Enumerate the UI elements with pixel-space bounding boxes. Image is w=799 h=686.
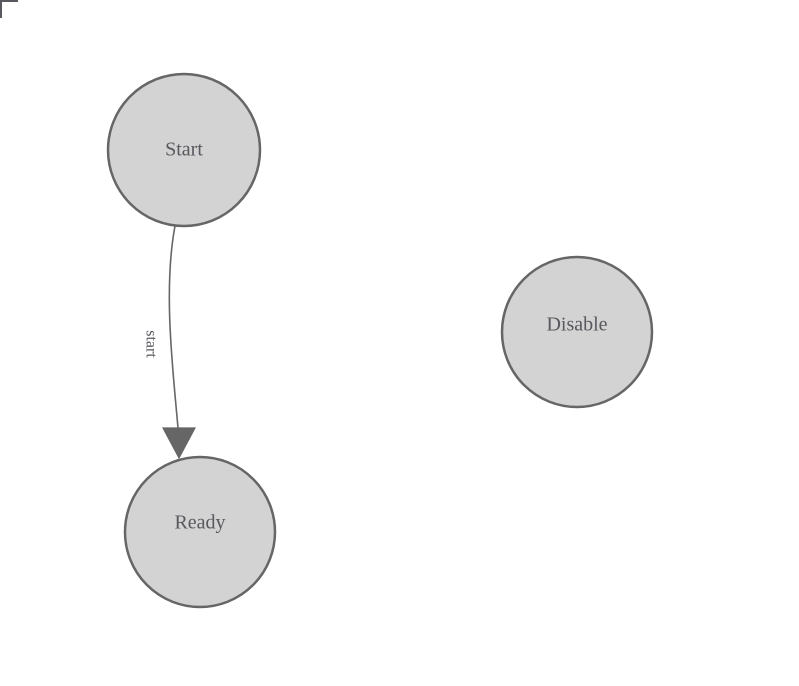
canvas-corner-marker (0, 0, 18, 18)
edge-path (168, 225, 179, 429)
node-disable[interactable]: Disable (500, 255, 654, 409)
node-ready[interactable]: Ready (123, 455, 277, 609)
arrowhead-icon (162, 427, 196, 460)
node-start-label: Start (165, 139, 203, 161)
edge-start-to-ready[interactable]: start (142, 225, 196, 460)
node-start-circle (106, 72, 262, 228)
node-ready-circle (123, 455, 277, 609)
node-start[interactable]: Start (106, 72, 262, 228)
node-disable-label: Disable (546, 314, 607, 336)
node-ready-label: Ready (174, 512, 225, 534)
edge-label-start: start (142, 330, 159, 358)
node-disable-circle (500, 255, 654, 409)
